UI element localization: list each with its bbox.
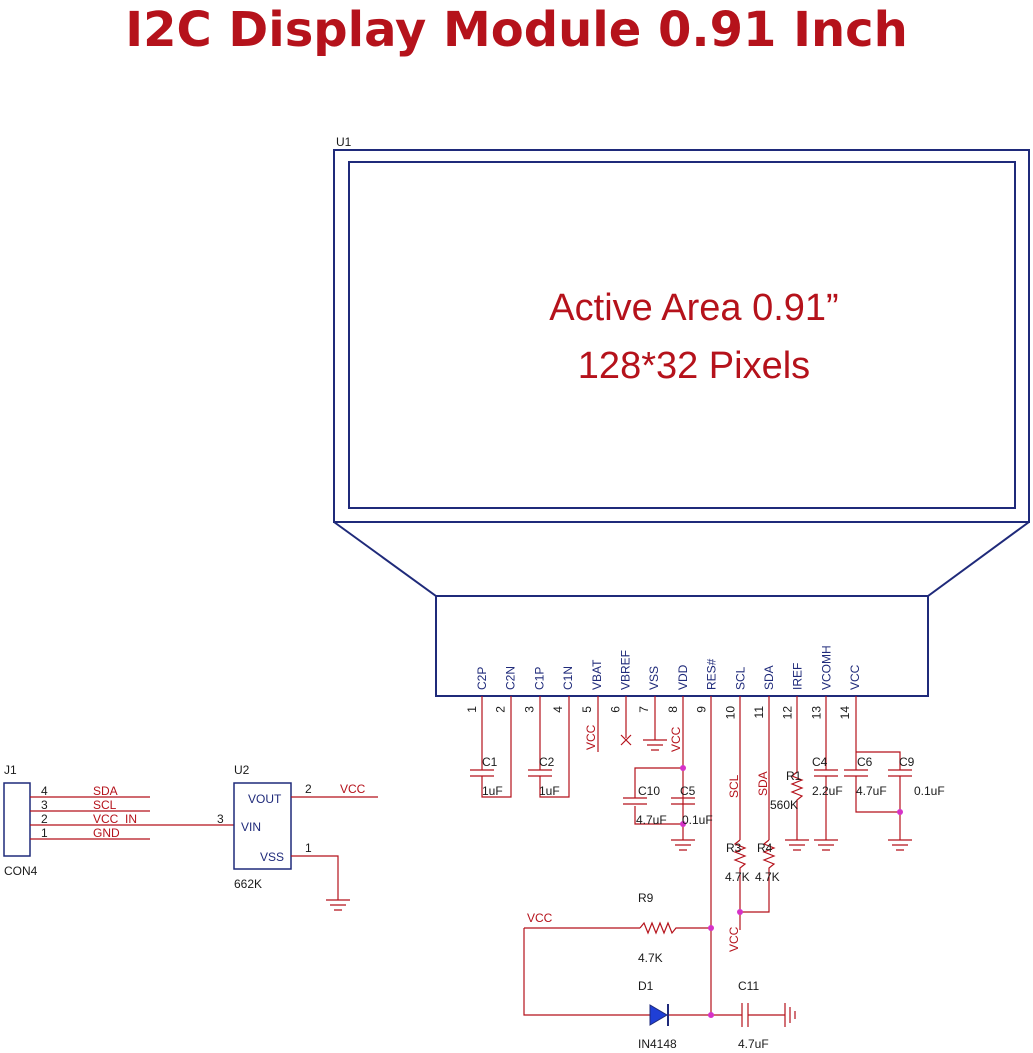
u1-pin-number: 5 — [580, 706, 594, 713]
active-area-label: Active Area 0.91” — [549, 287, 838, 329]
u1-taper — [333, 521, 1030, 597]
u2-vout-net: VCC — [340, 782, 366, 796]
scl-net-label: SCL — [727, 774, 741, 798]
vdd-vcc-label: VCC — [669, 726, 683, 752]
u1-pin-name: VDD — [676, 664, 690, 690]
j1-net-label: VCC_IN — [93, 812, 137, 826]
u1-display: U1 Active Area 0.91” 128*32 Pixels — [333, 135, 1030, 697]
u2-regulator: U2 VOUT VIN VSS 662K 2 VCC 3 1 — [217, 763, 378, 911]
u1-pin-number: 11 — [752, 706, 766, 719]
u1-pin-number: 12 — [781, 706, 795, 720]
u1-connector-body — [435, 595, 929, 697]
r9-ref: R9 — [638, 891, 654, 905]
c2-ref: C2 — [539, 755, 555, 769]
u1-active-area-frame — [348, 161, 1016, 509]
u1-pin-number: 3 — [522, 706, 536, 713]
u1-pin-name: VBREF — [619, 650, 633, 690]
j1-ref: J1 — [4, 763, 17, 777]
c4-value: 2.2uF — [812, 784, 843, 798]
u1-pin-number: 1 — [465, 706, 479, 713]
c2-value: 1uF — [539, 784, 560, 798]
j1-pin-number: 1 — [41, 826, 48, 840]
u1-pin-number: 4 — [551, 706, 565, 713]
c6-ref: C6 — [857, 755, 873, 769]
d1-diode-symbol — [649, 1004, 669, 1026]
j1-pin-number: 4 — [41, 784, 48, 798]
d1-ref: D1 — [638, 979, 654, 993]
r4-value: 4.7K — [755, 870, 780, 884]
u2-pin-vout: 2 — [305, 782, 312, 796]
c11-value: 4.7uF — [738, 1037, 769, 1051]
c5-ref: C5 — [680, 784, 696, 798]
j1-pin-number: 3 — [41, 798, 48, 812]
c4-ref: C4 — [812, 755, 828, 769]
u1-pin-name: IREF — [791, 663, 805, 690]
junction-dots — [680, 765, 903, 1018]
u1-pin-number: 7 — [637, 706, 651, 713]
j1-pins: 4 SDA 3 SCL 2 VCC_IN 1 GND — [30, 784, 234, 840]
j1-net-label: SDA — [93, 784, 118, 798]
j1-pin-number: 2 — [41, 812, 48, 826]
u1-pin-name: C2N — [504, 666, 518, 690]
u1-wiring — [470, 696, 912, 1027]
u1-pin-number: 10 — [723, 706, 737, 720]
pullup-vcc-label: VCC — [727, 926, 741, 952]
sda-net-label: SDA — [756, 771, 770, 796]
u2-vss-label: VSS — [260, 850, 284, 864]
u2-part: 662K — [234, 877, 262, 891]
u2-vin-label: VIN — [241, 820, 261, 834]
c5-value: 0.1uF — [682, 813, 713, 827]
u1-pin-name: VSS — [647, 666, 661, 690]
net-labels: VCC VCC SCL SDA VCC VCC — [527, 724, 770, 952]
r9-value: 4.7K — [638, 951, 663, 965]
r1-ref: R1 — [786, 769, 802, 783]
c10-ref: C10 — [638, 784, 660, 798]
c1-ref: C1 — [482, 755, 498, 769]
d1-value: IN4148 — [638, 1037, 677, 1051]
r1-value: 560K — [770, 798, 798, 812]
vbat-vcc-label: VCC — [584, 724, 598, 750]
u1-pin-name: VCC — [848, 664, 862, 690]
r3-value: 4.7K — [725, 870, 750, 884]
j1-net-label: GND — [93, 826, 120, 840]
u1-pin-number: 6 — [609, 706, 623, 713]
u1-pin-number: 9 — [695, 706, 709, 713]
u1-pin-name: C2P — [475, 667, 489, 690]
j1-connector: J1 CON4 — [3, 763, 38, 878]
u1-pin-name: VCOMH — [819, 645, 833, 690]
u1-pin-name: C1P — [532, 667, 546, 690]
u1-pin-name: SCL — [733, 666, 747, 690]
c9-value: 0.1uF — [914, 784, 945, 798]
u2-vout-label: VOUT — [248, 792, 282, 806]
r3-ref: R3 — [726, 841, 742, 855]
c10-value: 4.7uF — [636, 813, 667, 827]
u1-pin-number: 2 — [494, 706, 508, 713]
pixels-label: 128*32 Pixels — [578, 345, 810, 387]
reset-vcc-label: VCC — [527, 911, 553, 925]
u2-pin-vss: 1 — [305, 841, 312, 855]
c6-value: 4.7uF — [856, 784, 887, 798]
c9-ref: C9 — [899, 755, 915, 769]
u2-ref: U2 — [234, 763, 250, 777]
u1-pin-name: C1N — [561, 666, 575, 690]
u1-pins: C2P 1 C2N 2 C1P 3 C1N 4 VBAT 5 VBREF 6 VSS 7 VDD 8 RES# 9… — [465, 645, 862, 719]
u1-ref: U1 — [336, 135, 352, 149]
j1-net-label: SCL — [93, 798, 117, 812]
c11-ref: C11 — [738, 979, 759, 993]
u1-pin-number: 8 — [666, 706, 680, 713]
c1-value: 1uF — [482, 784, 503, 798]
r4-ref: R4 — [757, 841, 773, 855]
u1-pin-number: 14 — [838, 706, 852, 720]
u1-pin-name: SDA — [762, 665, 776, 690]
u2-pin-vin: 3 — [217, 812, 224, 826]
j1-part: CON4 — [4, 864, 38, 878]
u1-outer-frame — [333, 149, 1030, 523]
u1-pin-number: 13 — [809, 706, 823, 720]
u1-pin-name: RES# — [705, 658, 719, 690]
u1-pin-name: VBAT — [590, 659, 604, 690]
component-labels: C1 1uF C2 1uF C10 4.7uF C5 0.1uF R1 560K… — [482, 755, 945, 1051]
diagram-title: I2C Display Module 0.91 Inch — [125, 2, 908, 58]
